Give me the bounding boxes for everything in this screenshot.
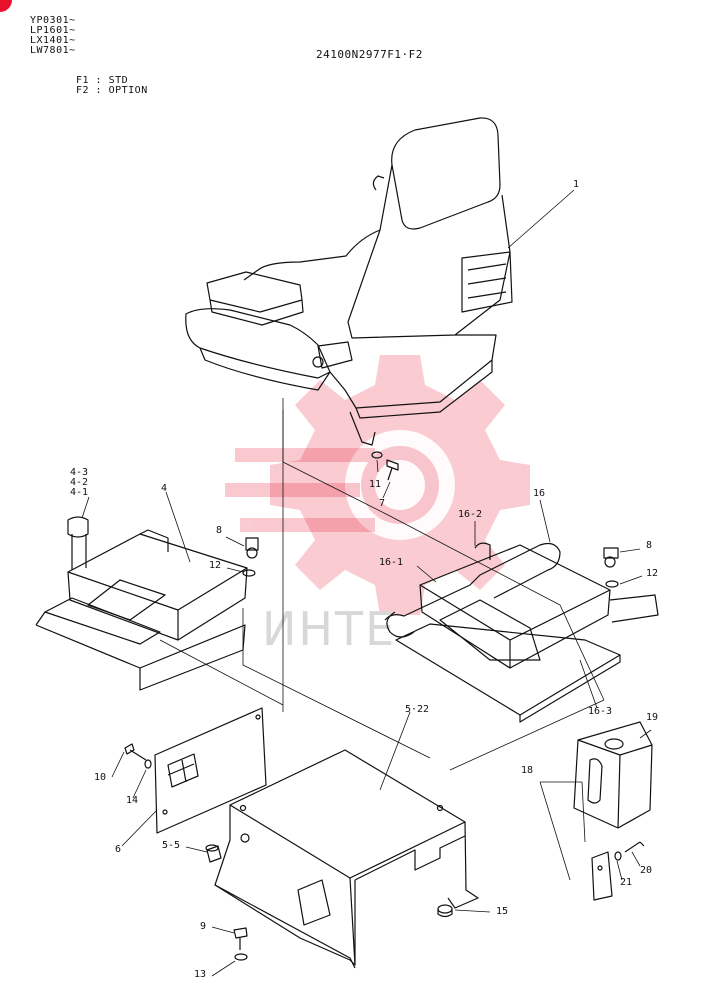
- callout-6: 6: [115, 844, 122, 855]
- callout-13: 13: [194, 969, 207, 980]
- callout-12-right: 12: [646, 568, 659, 579]
- bushing-5-5: [205, 844, 222, 863]
- callout-8-right: 8: [646, 540, 653, 551]
- model-code-1: YP0301~: [30, 15, 76, 26]
- callout-18: 18: [521, 765, 534, 776]
- callout-1: 1: [573, 179, 580, 190]
- callout-16-2: 16-2: [458, 509, 483, 520]
- hardware-11-7: [371, 451, 399, 481]
- callout-16-1: 16-1: [379, 557, 404, 568]
- seat-stand-frame: [214, 749, 479, 969]
- leader-lines: [81, 189, 652, 977]
- callout-7: 7: [379, 498, 386, 509]
- bottle-and-bracket: [573, 721, 653, 901]
- callout-8-left: 8: [216, 525, 223, 536]
- model-code-3: LX1401~: [30, 35, 76, 46]
- watermark-text: ИНТЕ: [262, 602, 397, 656]
- callout-10: 10: [94, 772, 107, 783]
- callout-4-2: 4-2: [70, 477, 89, 488]
- model-code-2: LP1601~: [30, 25, 76, 36]
- seat-stand-right: [384, 542, 659, 723]
- callout-21: 21: [620, 877, 633, 888]
- callout-15: 15: [496, 906, 509, 917]
- guide-lines: [159, 398, 605, 771]
- bolt-10-14: [124, 743, 152, 769]
- callout-19: 19: [646, 712, 659, 723]
- legend-option: F2 : OPTION: [76, 85, 148, 96]
- model-code-4: LW7801~: [30, 45, 76, 56]
- callout-4-3: 4-3: [70, 467, 89, 478]
- callout-16-3: 16-3: [588, 706, 613, 717]
- legend-std: F1 : STD: [76, 75, 129, 86]
- callout-16: 16: [533, 488, 546, 499]
- callout-14: 14: [126, 795, 139, 806]
- callout-9: 9: [200, 921, 207, 932]
- nut-15: [437, 904, 453, 918]
- callout-11: 11: [369, 479, 382, 490]
- callout-4: 4: [161, 483, 168, 494]
- drawing-code: 24100N2977F1·F2: [316, 48, 423, 61]
- seat-stand-left: [35, 516, 259, 691]
- seat-assembly: [185, 117, 513, 446]
- callout-5-5: 5-5: [162, 840, 181, 851]
- callout-5-22: 5·22: [405, 704, 430, 715]
- callout-12-left: 12: [209, 560, 222, 571]
- callout-20: 20: [640, 865, 653, 876]
- callout-4-1: 4-1: [70, 487, 89, 498]
- bolt-9-13: [233, 927, 248, 961]
- panel: [154, 707, 267, 834]
